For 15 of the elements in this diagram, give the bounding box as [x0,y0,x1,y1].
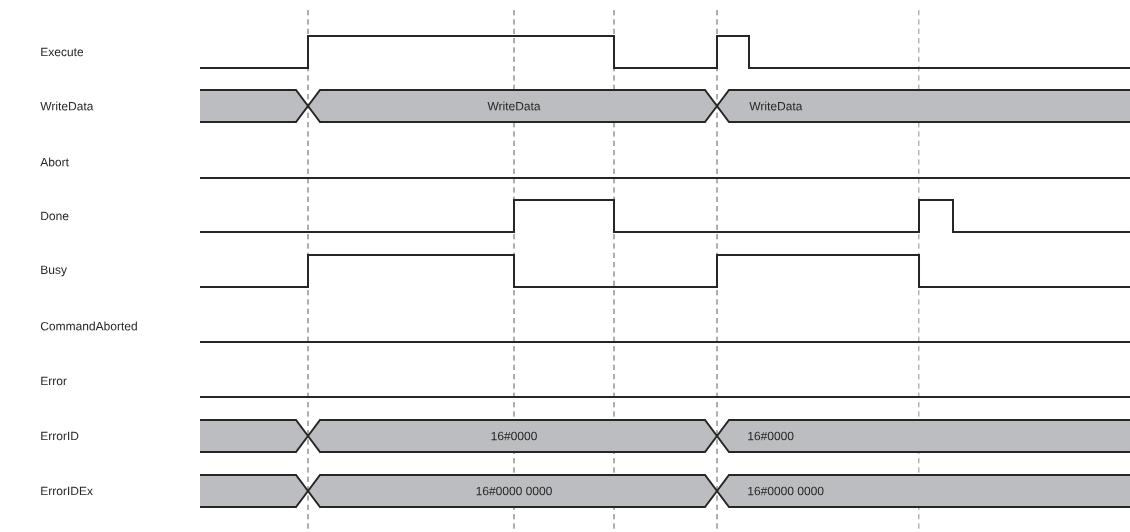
bus-value: WriteData [487,101,541,111]
bus-value: WriteData [749,101,803,111]
bus-value: 16#0000 0000 [748,486,824,496]
signal-name: Error [41,376,67,386]
bus-value: 16#0000 [491,431,537,441]
signal-name: ErrorID [41,431,79,441]
signal-name: CommandAborted [40,321,137,331]
signal-name: Execute [41,47,84,57]
signal-name: Busy [41,265,67,277]
signal-name: Abort [40,157,69,167]
signal-name: WriteData [40,101,94,111]
signal-name: ErrorIDEx [41,486,93,496]
signal-name: Done [41,211,69,221]
bus-value: 16#0000 0000 [476,486,552,496]
bus-value: 16#0000 [748,431,794,441]
